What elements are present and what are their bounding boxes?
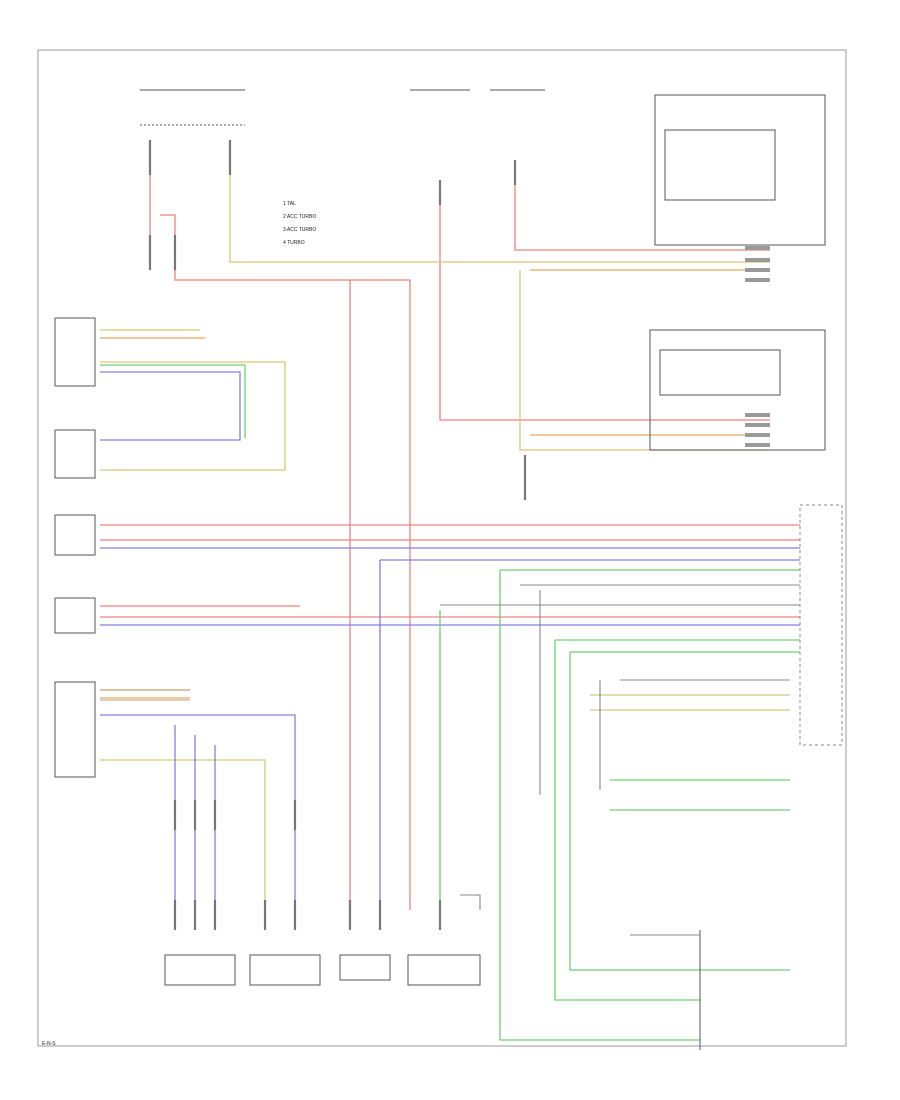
component-left-module-3 bbox=[54, 514, 96, 556]
component-bottom-box-3 bbox=[339, 954, 391, 981]
component-bottom-box-4 bbox=[407, 954, 481, 986]
component-top-left-connector bbox=[140, 89, 245, 126]
legend-item-2: 2 ACC TURBO bbox=[283, 214, 316, 220]
component-right-control-unit bbox=[799, 504, 843, 746]
component-right-mid-module bbox=[649, 329, 826, 451]
component-bottom-box-1 bbox=[164, 954, 236, 986]
footer-code: E-N-S bbox=[42, 1041, 56, 1047]
component-left-module-2 bbox=[54, 429, 96, 479]
legend-item-4: 4 TURBO bbox=[283, 240, 305, 246]
legend-item-1: 1 TAL bbox=[283, 201, 296, 207]
legend-item-3: 3 ACC TURBO bbox=[283, 227, 316, 233]
wire-group-brown bbox=[100, 689, 190, 701]
wire-group-gray bbox=[440, 584, 800, 936]
component-left-module-4 bbox=[54, 597, 96, 634]
wire-group-orange bbox=[100, 269, 770, 699]
terminal-blocks-right bbox=[745, 246, 770, 447]
wire-group-red bbox=[100, 140, 800, 910]
wire-group-green bbox=[100, 364, 800, 1041]
component-top-right-module bbox=[410, 89, 826, 246]
component-bottom-box-2 bbox=[249, 954, 321, 986]
component-left-module-1 bbox=[54, 317, 96, 387]
legend: 1 TAL 2 ACC TURBO 3 ACC TURBO 4 TURBO bbox=[283, 201, 316, 246]
wire-group-blue bbox=[100, 371, 800, 910]
connector-stubs bbox=[148, 140, 527, 930]
component-left-module-5 bbox=[54, 681, 96, 778]
diagram-frame bbox=[37, 49, 847, 1047]
